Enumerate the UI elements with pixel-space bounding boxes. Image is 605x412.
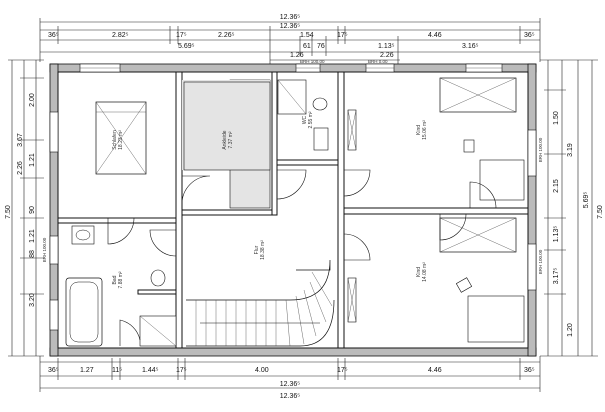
dim-top3-1: 1.26 xyxy=(290,52,304,59)
room-kind2-area: 14.08 m² xyxy=(422,262,428,282)
bath-fixtures xyxy=(65,225,177,347)
room-kind2-name: Kind xyxy=(416,267,422,277)
dim-top-5: 1.54 xyxy=(300,32,314,39)
dim-bot-5: 17⁵ xyxy=(176,367,187,374)
right-outer-dim: 7.50 xyxy=(597,205,604,219)
dim-top-2: 2.82⁵ xyxy=(112,32,129,39)
kids-bed-1 xyxy=(439,77,517,113)
dim-top-8: 36⁵ xyxy=(524,32,535,39)
left-dim-7: 3.67 xyxy=(17,133,24,147)
chair-1 xyxy=(463,139,475,153)
overall-width-label: 12.36⁵ xyxy=(280,14,301,21)
left-dim-4: 1.21 xyxy=(29,229,36,243)
brh-note-3: BRH 100.00 xyxy=(42,237,47,262)
dim-bot-3: 11⁵ xyxy=(112,367,122,374)
dim-top-1: 36⁵ xyxy=(48,32,59,39)
brh-note-1: BRH 100.00 xyxy=(300,59,325,64)
right-dimensions: 1.50 3.19 5.69⁵ 2.15 1.13⁵ 3.17⁵ 1.20 7.… xyxy=(540,59,604,357)
room-wc-name: WC xyxy=(302,115,308,124)
window-notes: BRH 100.00 BRH 0.00 BRH 100.00 BRH 100.0… xyxy=(42,59,543,274)
dim-top2-2: 61 xyxy=(303,43,311,50)
overall-width-label-2: 12.36⁵ xyxy=(280,23,301,30)
right-dim-6: 3.17⁵ xyxy=(553,268,560,285)
interior-walls xyxy=(57,71,529,349)
left-dimensions: 7.50 2.00 1.21 90 1.21 88 3.20 3.67 2.26 xyxy=(5,59,44,357)
left-outer-dim: 7.50 xyxy=(5,205,12,219)
dim-top3-2: 2.26 xyxy=(380,52,394,59)
dim-bot-2: 1.27 xyxy=(80,367,94,374)
left-dim-2: 1.21 xyxy=(29,153,36,167)
kids-bed-2 xyxy=(439,217,517,253)
double-bed xyxy=(95,101,147,175)
room-ankleide-area: 7.37 m² xyxy=(228,131,234,148)
dim-top2-3: 76 xyxy=(317,43,325,50)
dim-top-6: 17⁵ xyxy=(337,32,348,39)
ankleide-shading-top xyxy=(182,80,270,170)
desk-2 xyxy=(467,295,525,343)
dim-top-3: 17⁵ xyxy=(176,32,187,39)
left-dim-8: 2.26 xyxy=(17,161,24,175)
room-schlafen-area: 18.23 m² xyxy=(118,130,124,150)
dim-top-4: 2.26⁵ xyxy=(218,32,235,39)
top-dimensions: 12.36⁵ 12.36⁵ 36⁵ 2.82⁵ 17⁵ 2.26⁵ 1.54 1… xyxy=(39,14,541,64)
doors xyxy=(107,169,497,346)
brh-note-2: BRH 0.00 xyxy=(368,59,388,64)
dim-top-7: 4.46 xyxy=(428,32,442,39)
room-flur-name: Flur xyxy=(254,245,260,254)
right-dim-7: 1.20 xyxy=(567,323,574,337)
right-dim-1: 1.50 xyxy=(553,111,560,125)
right-dim-3: 5.69⁵ xyxy=(583,192,590,209)
chair-2 xyxy=(455,277,473,293)
brh-note-5: BRH 100.00 xyxy=(538,249,543,274)
dim-bot-7: 17⁵ xyxy=(337,367,348,374)
room-kind1-area: 15.06 m² xyxy=(422,120,428,140)
room-flur-area: 18.38 m² xyxy=(260,240,266,260)
left-dim-3: 90 xyxy=(29,206,36,214)
dim-bot-9: 36⁵ xyxy=(524,367,535,374)
dim-top2-4: 1.13⁵ xyxy=(378,43,395,50)
overall-width-bottom-1: 12.36⁵ xyxy=(280,381,301,388)
brh-note-4: BRH 100.00 xyxy=(538,137,543,162)
room-bad-name: Bad xyxy=(112,275,118,284)
right-dim-4: 2.15 xyxy=(553,179,560,193)
right-dim-5: 1.13⁵ xyxy=(553,226,560,243)
bottom-dimensions: 36⁵ 1.27 11⁵ 1.44⁵ 17⁵ 4.00 17⁵ 4.46 36⁵… xyxy=(39,356,541,400)
room-schlafen-name: Schlafen xyxy=(112,130,118,150)
overall-width-bottom-2: 12.36⁵ xyxy=(280,393,301,400)
left-dim-5: 88 xyxy=(29,250,36,258)
dim-bot-8: 4.46 xyxy=(428,367,442,374)
dim-top2-1: 5.69⁵ xyxy=(178,43,195,50)
wc-fixtures xyxy=(277,79,329,151)
room-wc-area: 2.55 m² xyxy=(308,111,314,128)
dim-bot-6: 4.00 xyxy=(255,367,269,374)
left-dim-6: 3.20 xyxy=(29,293,36,307)
room-bad-area: 7.88 m² xyxy=(118,271,124,288)
windows xyxy=(49,63,537,331)
dim-bot-1: 36⁵ xyxy=(48,367,59,374)
left-dim-1: 2.00 xyxy=(29,93,36,107)
dim-bot-4: 1.44⁵ xyxy=(142,367,159,374)
room-ankleide-name: Ankleide xyxy=(222,130,228,149)
room-kind1-name: Kind xyxy=(416,125,422,135)
staircase xyxy=(186,259,335,347)
room-labels: Schlafen 18.23 m² Ankleide 7.37 m² WC 2.… xyxy=(112,111,428,288)
right-dim-2: 3.19 xyxy=(567,143,574,157)
dim-top2-5: 3.16⁵ xyxy=(462,43,479,50)
desk-1 xyxy=(479,159,525,201)
